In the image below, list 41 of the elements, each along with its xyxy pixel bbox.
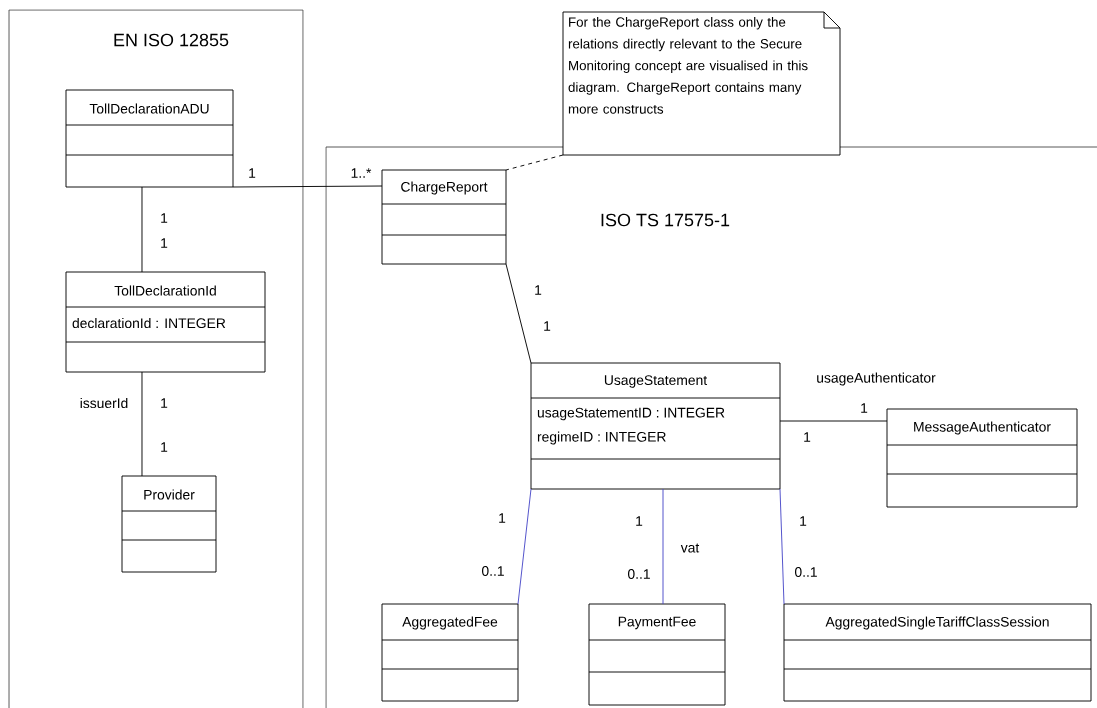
class-box: ChargeReport: [381, 169, 507, 265]
multiplicity-label: 1: [161, 442, 168, 452]
class-box: PaymentFee: [588, 603, 726, 706]
role-label: vat: [680, 543, 700, 553]
association-line: [662, 488, 664, 605]
class-box: Provider: [121, 475, 217, 573]
role-label: issuerId: [80, 397, 128, 409]
association-line: [517, 488, 532, 605]
multiplicity-label: 0..1: [628, 569, 650, 579]
multiplicity-label: 1: [544, 321, 551, 331]
association-line: [779, 488, 785, 605]
multiplicity-label: 1: [804, 432, 811, 442]
multiplicity-label: 1: [161, 213, 168, 223]
multiplicity-label: 1: [249, 168, 256, 178]
association-line: [141, 371, 143, 477]
class-box: UsageStatement usageStatementID : INTEGER regimeID : INTEGER: [530, 362, 781, 490]
association-line: [232, 185, 383, 188]
multiplicity-label: 1: [861, 403, 868, 413]
class-box: TollDeclarationId declarationId : INTEGER: [65, 271, 266, 373]
association-line: [505, 154, 564, 171]
multiplicity-label: 1: [499, 513, 506, 523]
multiplicity-label: 1: [636, 516, 643, 526]
multiplicity-label: 0..1: [482, 566, 504, 576]
multiplicity-label: 1: [161, 238, 168, 248]
package-title: EN ISO 12855: [114, 33, 229, 47]
class-box: AggregatedFee: [381, 603, 519, 702]
multiplicity-label: 1: [535, 285, 542, 295]
association-line: [779, 420, 888, 422]
class-box: TollDeclarationADU: [65, 89, 234, 188]
package-frame: [8, 9, 304, 708]
multiplicity-label: 1..*: [351, 168, 372, 178]
role-label: usageAuthenticator: [817, 372, 936, 386]
multiplicity-label: 1: [800, 516, 807, 526]
association-line: [141, 186, 143, 273]
class-box: AggregatedSingleTariffClassSession: [783, 603, 1092, 702]
package-title: ISO TS 17575-1: [601, 213, 730, 227]
multiplicity-label: 0..1: [795, 567, 817, 577]
multiplicity-label: 1: [161, 398, 168, 408]
note: For the ChargeReport class only the relations directly relevant to the Secure Monitoring concept are visualised in this diagram. ChargeReport contains many more constructs: [562, 11, 841, 156]
class-box: MessageAuthenticator: [886, 408, 1078, 508]
association-line: [505, 263, 532, 364]
